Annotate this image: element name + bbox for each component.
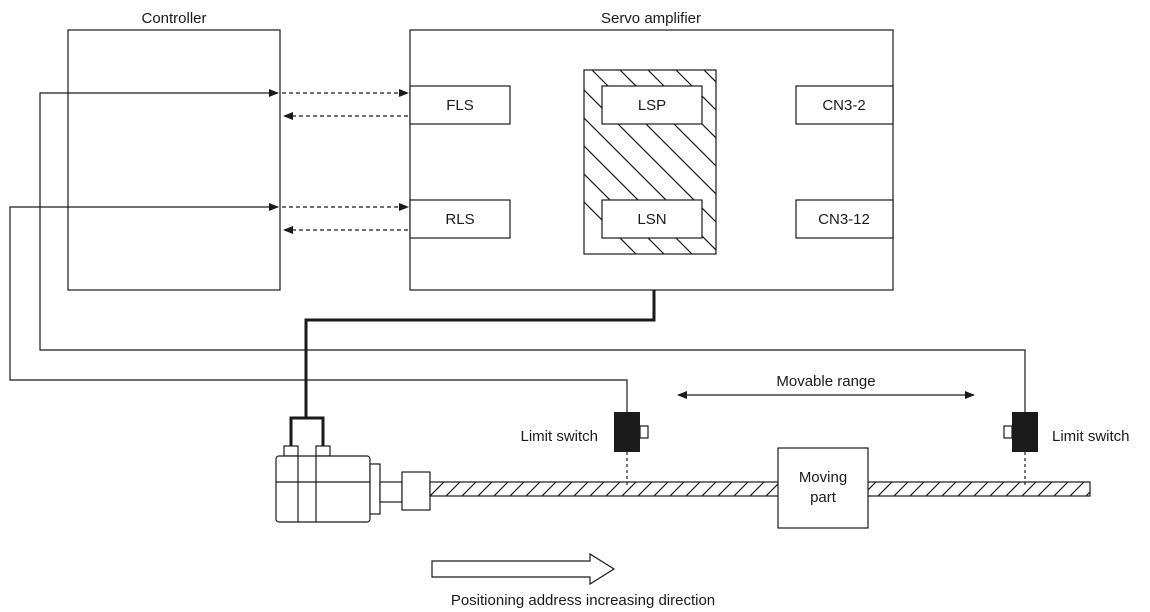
left-limit-switch (614, 412, 649, 488)
screw-thread-line (541, 482, 557, 496)
left-limit-switch-wire (9, 203, 628, 412)
screw-thread-line (477, 482, 493, 496)
terminal-rls: RLS (409, 199, 511, 239)
right-limit-switch-label: Limit switch (1052, 428, 1130, 445)
screw-thread-line (461, 482, 477, 496)
screw-thread-line (589, 482, 605, 496)
terminal-lsn-label: LSN (637, 211, 666, 228)
hatch-line (584, 89, 716, 223)
terminal-cn3-2: CN3-2 (795, 85, 894, 125)
screw-thread-line (909, 482, 925, 496)
screw-thread-line (893, 482, 909, 496)
terminal-cn3-12-label: CN3-12 (818, 211, 870, 228)
screw-thread-line (1085, 491, 1090, 496)
screw-thread-line (1069, 482, 1085, 496)
screw-thread-line (573, 482, 589, 496)
right-limit-switch (1003, 412, 1038, 488)
terminal-fls-label: FLS (446, 97, 474, 114)
screw-thread-line (941, 482, 957, 496)
hatched-disabled-area: LSP LSN (583, 69, 717, 255)
right-limit-switch-wire (39, 89, 1026, 412)
terminal-cn3-2-label: CN3-2 (822, 97, 865, 114)
encoder-cable (304, 290, 656, 418)
terminal-lsp: LSP (601, 85, 703, 125)
hatch-line (675, 70, 716, 111)
screw-thread-line (749, 482, 765, 496)
direction-arrow (431, 552, 616, 586)
screw-thread-line (637, 482, 653, 496)
screw-thread-line (430, 482, 445, 496)
screw-thread-line (525, 482, 541, 496)
terminal-lsn: LSN (601, 199, 703, 239)
servo-motor (275, 445, 431, 523)
left-limit-switch-label: Limit switch (520, 428, 598, 445)
screw-thread-line (509, 482, 525, 496)
screw-thread-line (1005, 482, 1021, 496)
screw-thread-line (701, 482, 717, 496)
screw-thread-line (1053, 482, 1069, 496)
direction-caption: Positioning address increasing direction (451, 592, 715, 609)
screw-thread-line (669, 482, 685, 496)
screw-thread-line (621, 482, 637, 496)
screw-thread-line (925, 482, 941, 496)
screw-thread-line (493, 482, 509, 496)
screw-thread-line (733, 482, 749, 496)
screw-thread-line (1021, 482, 1037, 496)
screw-thread-line (685, 482, 701, 496)
moving-part-label-line2: part (810, 489, 837, 506)
servo-amplifier-title: Servo amplifier (601, 10, 701, 27)
controller-title: Controller (141, 10, 206, 27)
screw-thread-line (445, 482, 461, 496)
moving-part-label-line1: Moving (799, 469, 847, 486)
screw-thread-line (989, 482, 1005, 496)
motor-connector-loop (289, 416, 325, 446)
screw-thread-line (877, 482, 893, 496)
terminal-cn3-12: CN3-12 (795, 199, 894, 239)
terminal-lsp-label: LSP (638, 97, 666, 114)
screw-thread-line (717, 482, 733, 496)
screw-thread-line (605, 482, 621, 496)
screw-thread-line (557, 482, 573, 496)
terminal-fls: FLS (409, 85, 511, 125)
screw-thread-line (653, 482, 669, 496)
ball-screw (429, 481, 1091, 497)
moving-part: Moving part (777, 447, 869, 529)
terminal-rls-label: RLS (445, 211, 474, 228)
movable-range-label: Movable range (776, 373, 875, 390)
controller-box (67, 29, 281, 291)
screw-thread-line (973, 482, 989, 496)
screw-thread-line (1037, 482, 1053, 496)
screw-thread-line (957, 482, 973, 496)
